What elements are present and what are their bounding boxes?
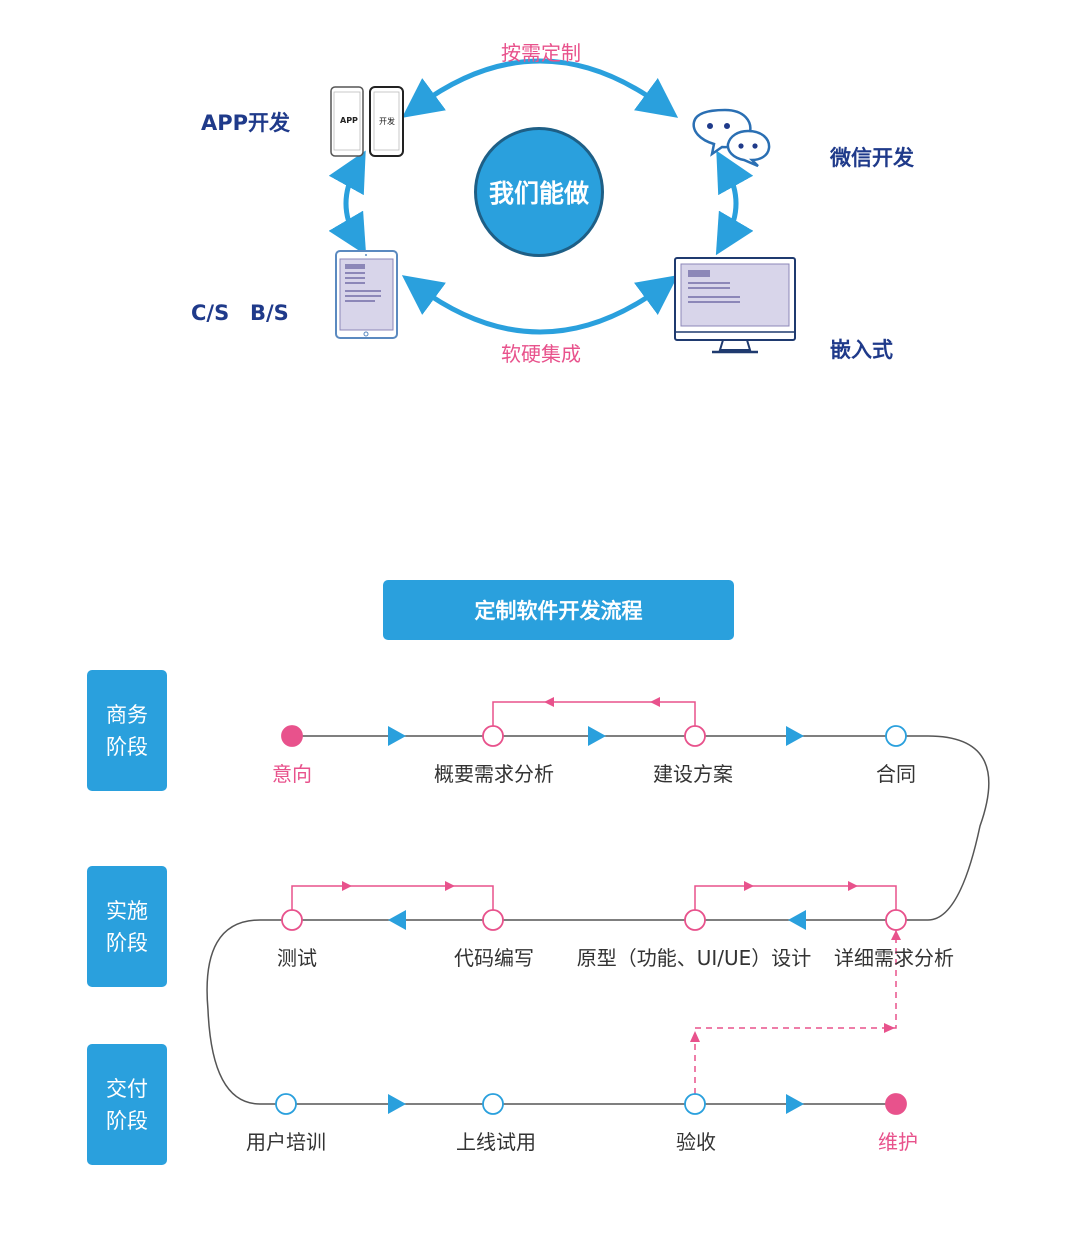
phase-line: 实施 <box>106 898 148 923</box>
center-circle: 我们能做 <box>474 127 604 257</box>
node-proposal <box>684 725 706 747</box>
arrow-right-1 <box>388 726 406 746</box>
feedback-arrowheads <box>342 697 901 1042</box>
step-label: 验收 <box>676 1130 716 1154</box>
phone-icon <box>330 86 404 157</box>
embedded-label: 嵌入式 <box>830 338 893 362</box>
top-arc <box>401 58 679 118</box>
phase-line: 商务 <box>106 702 148 727</box>
right-arc <box>715 150 754 256</box>
phase-delivery: 交付 阶段 <box>87 1044 167 1165</box>
step-label: 合同 <box>876 762 916 786</box>
app-label: APP开发 <box>201 111 291 135</box>
flow-nodes <box>275 725 907 1115</box>
wechat-icon <box>692 108 771 168</box>
step-label: 用户培训 <box>246 1130 326 1154</box>
node-contract <box>885 725 907 747</box>
arrow-right-3 <box>786 726 804 746</box>
cs-label: C/S <box>191 301 230 325</box>
process-title: 定制软件开发流程 <box>383 580 734 640</box>
step-label: 原型（功能、UI/UE）设计 <box>576 946 812 970</box>
left-arc <box>328 150 367 256</box>
phase-line: 阶段 <box>106 930 148 955</box>
node-prototype <box>684 909 706 931</box>
arrow-left-1 <box>788 910 806 930</box>
process-title-text: 定制软件开发流程 <box>474 599 643 623</box>
phone-right-text: 开发 <box>379 117 395 126</box>
step-label: 概要需求分析 <box>434 762 554 786</box>
node-outline-requirements <box>482 725 504 747</box>
step-label: 意向 <box>272 762 312 786</box>
arrow-right-4 <box>388 1094 406 1114</box>
step-label: 维护 <box>878 1130 918 1154</box>
flow-arrows <box>388 726 806 1114</box>
bs-label: B/S <box>250 301 289 325</box>
arrow-right-2 <box>588 726 606 746</box>
step-label: 建设方案 <box>653 762 733 786</box>
node-trial <box>482 1093 504 1115</box>
top-arc-label: 按需定制 <box>501 41 581 65</box>
step-label: 上线试用 <box>456 1130 536 1154</box>
feedback-loops <box>291 701 897 1094</box>
phase-implementation: 实施 阶段 <box>87 866 167 987</box>
tablet-icon <box>335 250 398 339</box>
center-label: 我们能做 <box>488 179 589 208</box>
monitor-icon <box>674 257 796 354</box>
flow-lines <box>206 735 990 1105</box>
step-label: 详细需求分析 <box>834 946 954 970</box>
capability-arcs <box>328 58 754 335</box>
step-label: 代码编写 <box>454 946 534 970</box>
step-label: 测试 <box>277 946 317 970</box>
bottom-arc <box>401 275 679 335</box>
bottom-arc-label: 软硬集成 <box>501 342 581 366</box>
node-maintenance <box>885 1093 907 1115</box>
wechat-label: 微信开发 <box>830 146 914 170</box>
node-acceptance <box>684 1093 706 1115</box>
node-intent <box>281 725 303 747</box>
node-detailed-requirements <box>885 909 907 931</box>
arrow-left-2 <box>388 910 406 930</box>
phase-line: 交付 <box>106 1076 148 1101</box>
arrow-right-5 <box>786 1094 804 1114</box>
phase-business: 商务 阶段 <box>87 670 167 791</box>
node-coding <box>482 909 504 931</box>
phase-line: 阶段 <box>106 1108 148 1133</box>
phone-left-text: APP <box>340 116 358 125</box>
node-training <box>275 1093 297 1115</box>
phase-line: 阶段 <box>106 734 148 759</box>
node-testing <box>281 909 303 931</box>
